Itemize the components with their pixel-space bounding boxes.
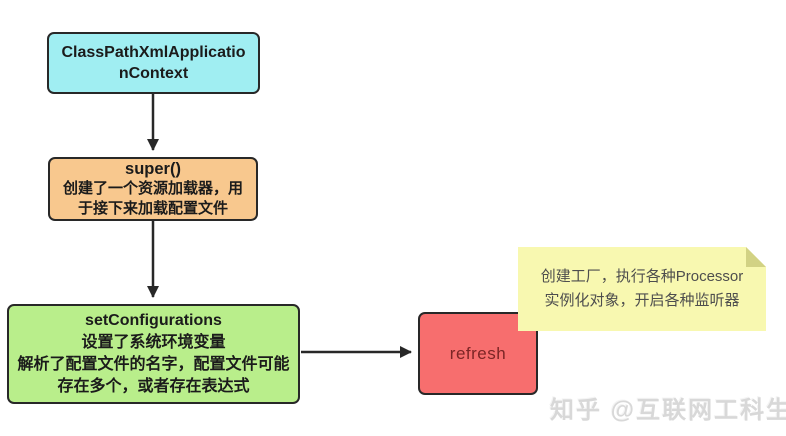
node-text-line: 创建了一个资源加载器，用 bbox=[62, 180, 243, 197]
note-text-line: 创建工厂，执行各种Processor bbox=[540, 268, 744, 285]
node-text-line: nContext bbox=[118, 65, 189, 82]
node-text-line: ClassPathXmlApplicatio bbox=[61, 44, 246, 61]
node-text-line: 存在多个，或者存在表达式 bbox=[57, 378, 250, 395]
node-title: setConfigurations bbox=[85, 312, 222, 329]
watermark: 知乎 @互联网工科生 bbox=[550, 397, 786, 424]
node-title: super() bbox=[125, 160, 181, 178]
node-text-line: 设置了系统环境变量 bbox=[81, 334, 226, 351]
flow-node-setconfigurations: setConfigurations 设置了系统环境变量 解析了配置文件的名字，配… bbox=[7, 304, 300, 404]
sticky-note: 创建工厂，执行各种Processor 实例化对象，开启各种监听器 bbox=[518, 247, 766, 331]
flow-node-super: super() 创建了一个资源加载器，用 于接下来加载配置文件 bbox=[48, 157, 258, 221]
node-text-line: 解析了配置文件的名字，配置文件可能 bbox=[17, 356, 290, 373]
node-text-line: refresh bbox=[449, 343, 507, 363]
node-text-line: 于接下来加载配置文件 bbox=[77, 200, 228, 217]
flow-node-classpathxmlapplicationcontext: ClassPathXmlApplicatio nContext bbox=[47, 32, 260, 94]
note-text-line: 实例化对象，开启各种监听器 bbox=[544, 292, 740, 309]
